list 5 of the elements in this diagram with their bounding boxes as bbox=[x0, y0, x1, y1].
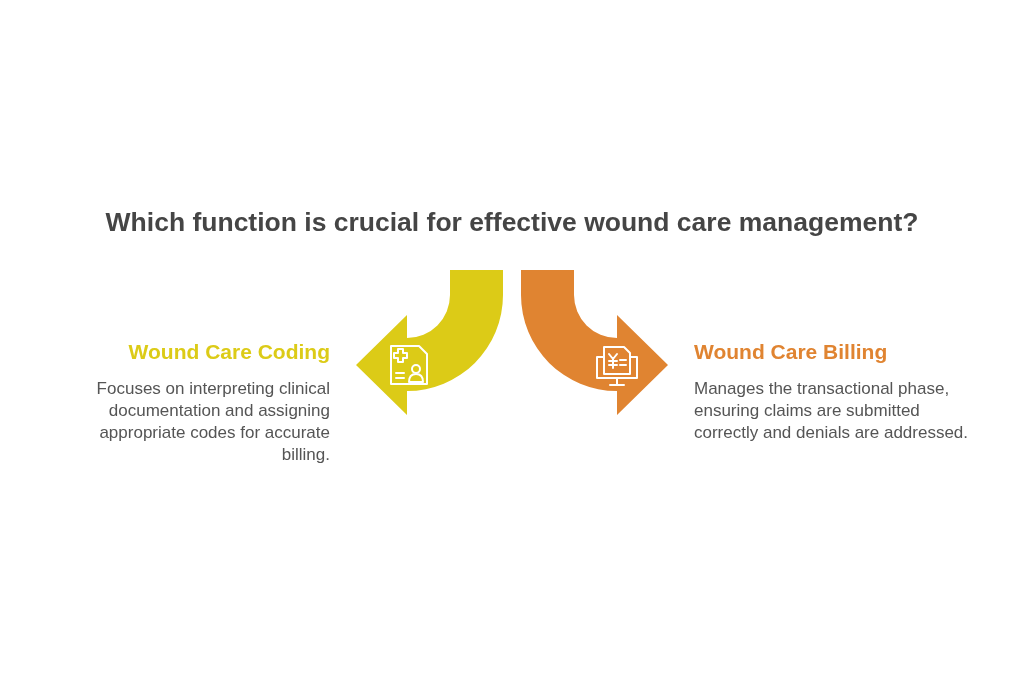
section-heading: Wound Care Coding bbox=[128, 339, 330, 365]
title: Which function is crucial for effective wound care management? bbox=[105, 206, 919, 238]
section-heading: Wound Care Billing bbox=[694, 339, 888, 365]
description-text: Focuses on interpreting clinical documentation and assigning appropriate codes for accurate billing. bbox=[95, 378, 330, 466]
description-text: Manages the transactional phase, ensuring claims are submitted correctly and denials are addressed. bbox=[694, 378, 970, 444]
